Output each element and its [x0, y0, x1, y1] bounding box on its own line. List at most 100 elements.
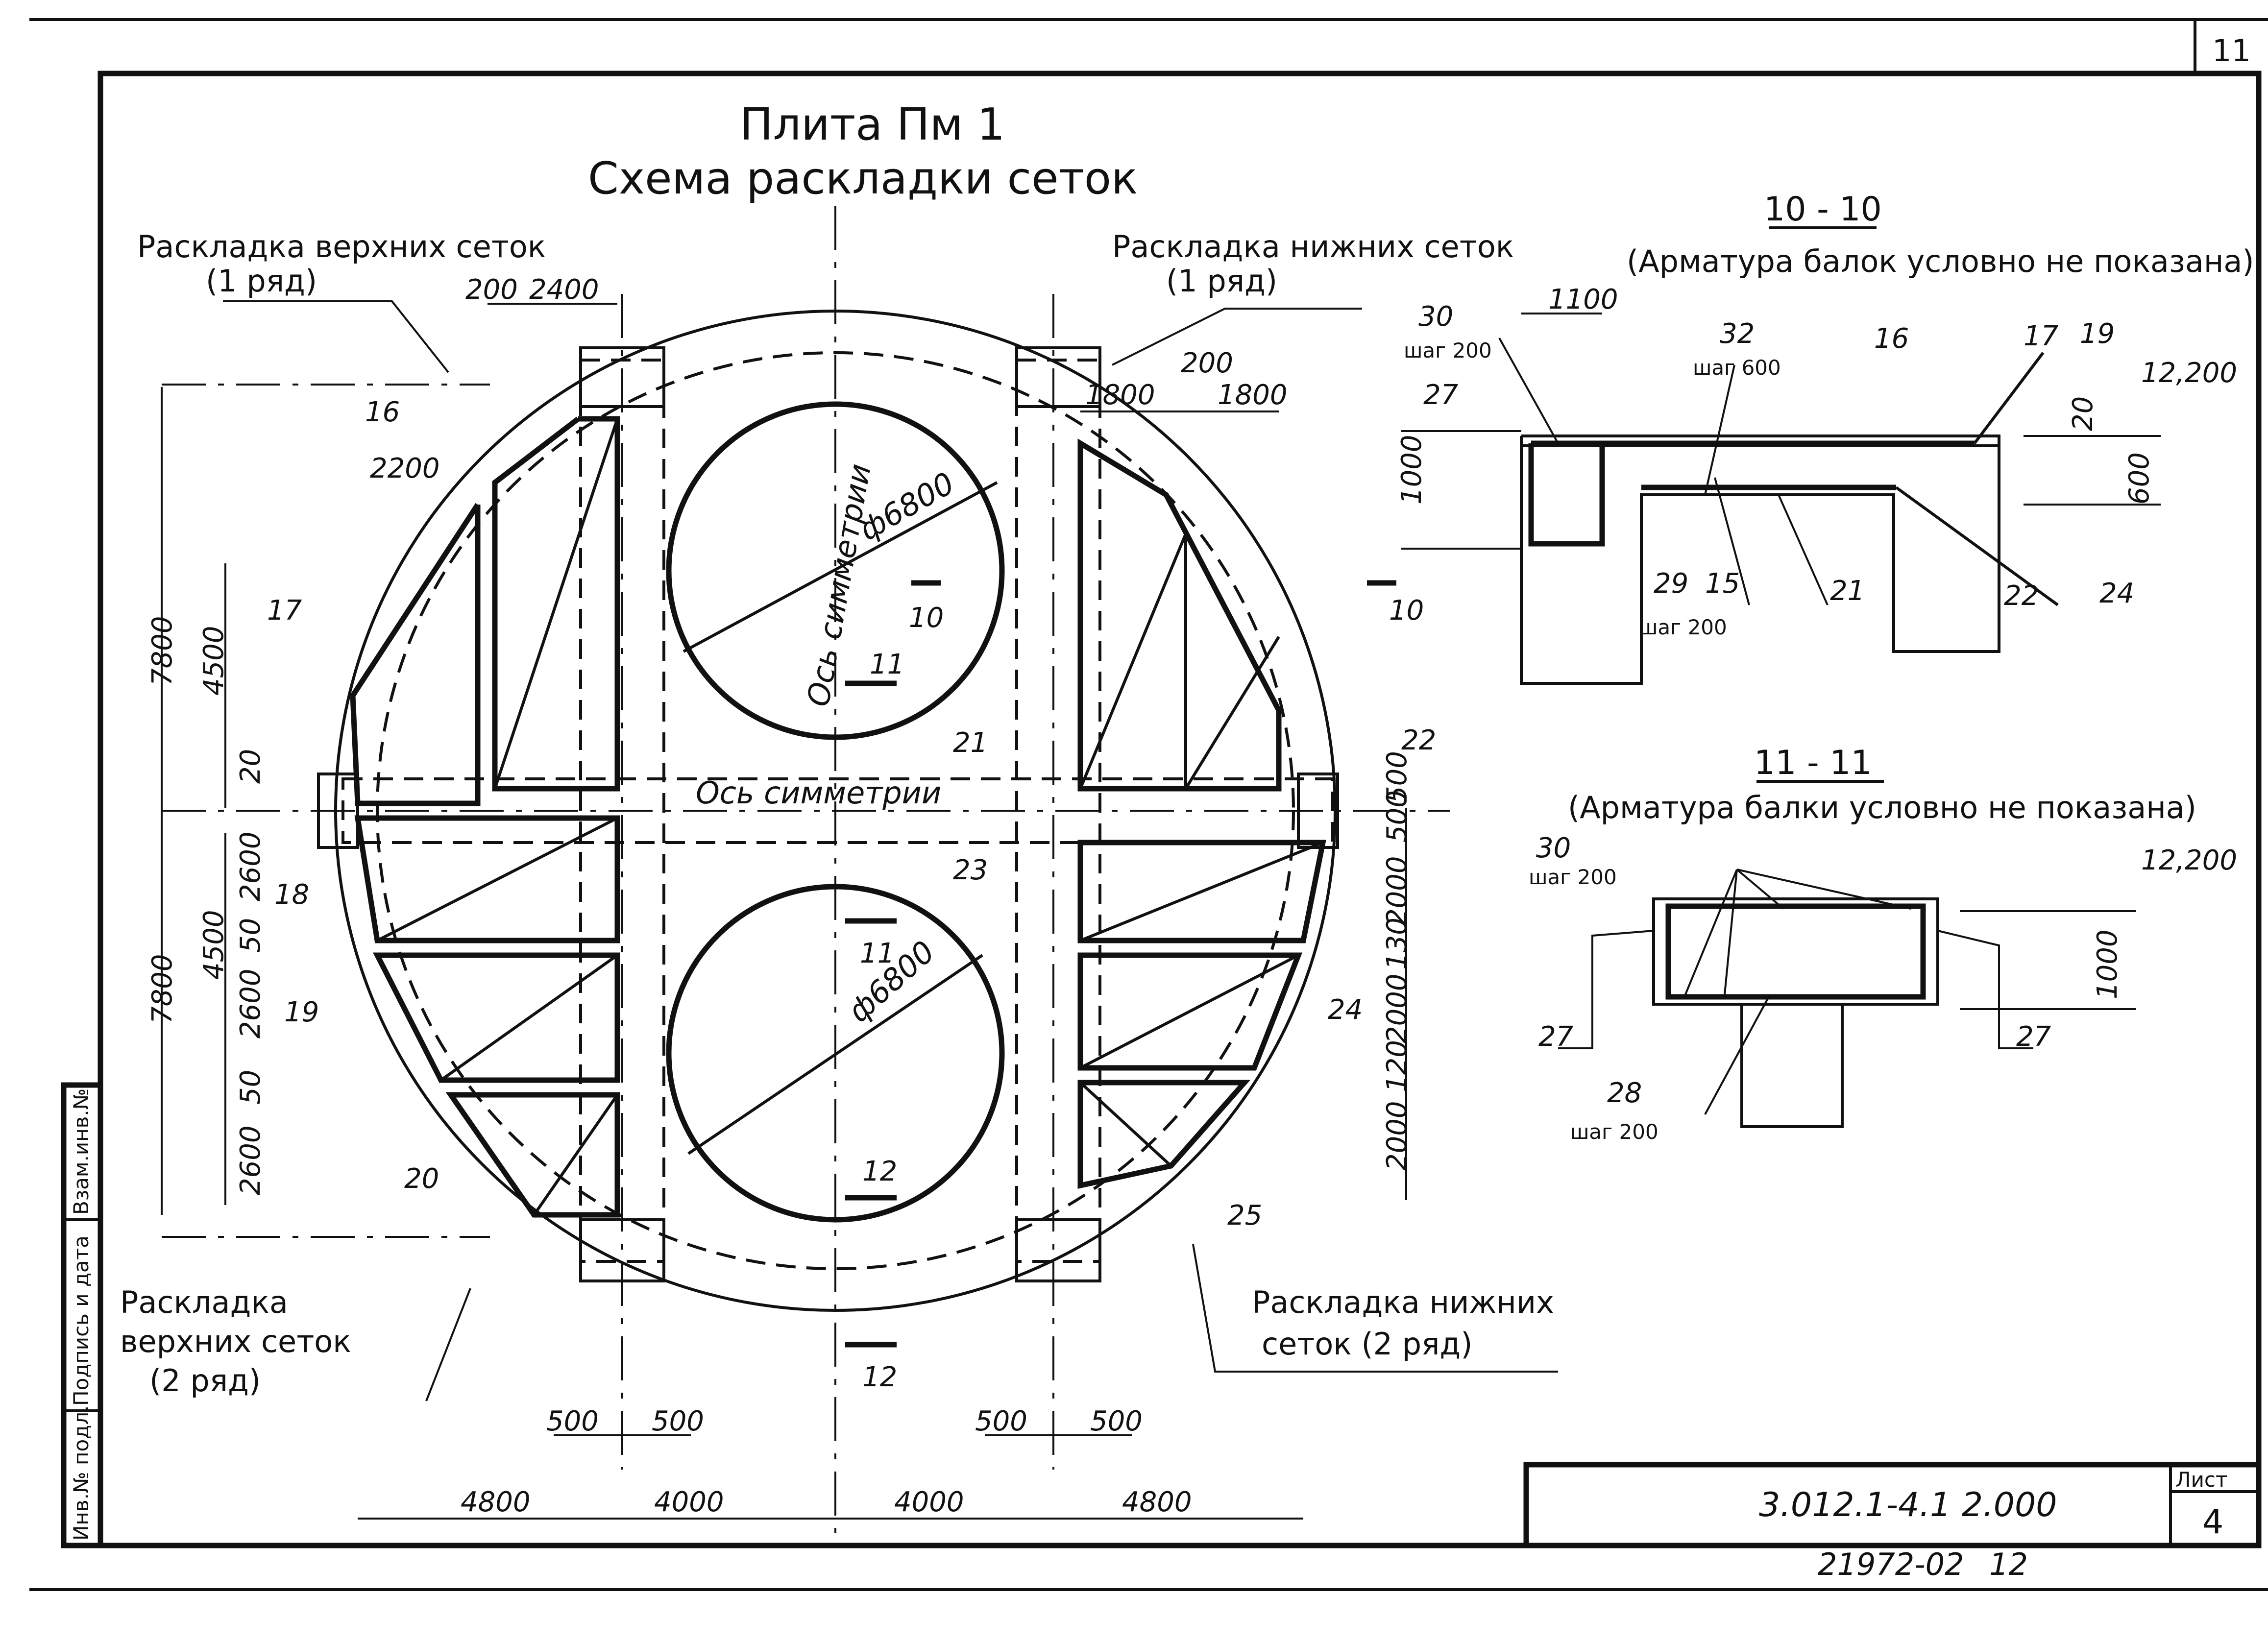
s10-dim-600: 600 — [2123, 452, 2155, 505]
mark-19: 19 — [284, 996, 319, 1028]
section-cut-11-top: 11 — [870, 649, 904, 680]
archive-number: 21972-02 — [1818, 1546, 1964, 1582]
dim-bot-500a: 500 — [546, 1405, 599, 1437]
mark-18: 18 — [274, 879, 309, 911]
s10-mark-17: 17 — [2024, 320, 2059, 352]
s10-mark-30: 30 — [1418, 301, 1453, 333]
dim-top-200: 200 — [465, 274, 518, 306]
s10-mark-19: 19 — [2080, 318, 2115, 350]
caption-upper-row2-row: (2 ряд) — [149, 1363, 261, 1399]
s10-mark-15: 15 — [1705, 568, 1740, 600]
section-10-note: (Арматура балок условно не показана) — [1627, 243, 2254, 279]
dim-bot-500c: 500 — [975, 1405, 1027, 1437]
section-10-title: 10 - 10 — [1764, 190, 1882, 229]
dim-right-2000c: 2000 — [1381, 1101, 1413, 1171]
sheet-frame — [29, 18, 2268, 1591]
s10-mark-29: 29 — [1654, 568, 1688, 600]
s10-mark-32: 32 — [1720, 318, 1755, 350]
s11-dim-1000: 1000 — [2092, 929, 2123, 999]
dim-bot-4800a: 4800 — [461, 1486, 531, 1518]
section-10-drawing — [1401, 226, 2161, 685]
drawing-subtitle: Схема раскладки сеток — [588, 153, 1138, 204]
mark-16: 16 — [365, 396, 400, 428]
s11-mark-28-step: шаг 200 — [1570, 1120, 1658, 1144]
dim-left-7800b: 7800 — [146, 954, 178, 1024]
dim-bot-4000a: 4000 — [654, 1486, 724, 1518]
section-11-drawing — [1558, 780, 2136, 1128]
mark-21: 21 — [953, 727, 988, 759]
plan-view — [161, 206, 1558, 1533]
stamp-inv-podl: Инв.№ подл. — [69, 1405, 93, 1541]
dim-left-20: 20 — [235, 749, 267, 784]
caption-lower-row2-b: сеток (2 ряд) — [1262, 1326, 1473, 1362]
dim-left-50b: 50 — [235, 1070, 267, 1105]
s11-mark-28: 28 — [1607, 1077, 1642, 1109]
dim-top-2200: 2200 — [370, 453, 440, 484]
dim-left-50a: 50 — [235, 918, 267, 953]
s10-mark-32-step: шаг 600 — [1693, 356, 1781, 380]
s10-mark-16: 16 — [1874, 323, 1909, 355]
s10-dim-1100: 1100 — [1548, 284, 1618, 315]
sheet-number: 4 — [2202, 1503, 2223, 1542]
dim-right-200: 200 — [1181, 347, 1233, 379]
dim-left-4500b: 4500 — [198, 910, 230, 980]
dim-left-4500a: 4500 — [198, 626, 230, 696]
dim-left-7800a: 7800 — [146, 616, 178, 686]
section-cut-12-mid: 12 — [862, 1156, 897, 1187]
section-cut-12-bot: 12 — [862, 1361, 897, 1393]
caption-upper-row2-b: верхних сеток — [120, 1324, 351, 1359]
s10-mark-29-step: шаг 200 — [1639, 615, 1727, 639]
axis-v-label: Ось симметрии — [800, 461, 878, 709]
dim-right-2000a: 2000 — [1381, 856, 1413, 926]
dim-right-2000b: 2000 — [1381, 973, 1413, 1043]
dim-bot-4000b: 4000 — [894, 1486, 964, 1518]
caption-upper-row1: Раскладка верхних сеток — [137, 229, 546, 265]
s10-mark-30-step: шаг 200 — [1404, 338, 1492, 362]
mark-22: 22 — [1401, 724, 1436, 756]
s11-mark-27-right: 27 — [2016, 1021, 2051, 1053]
section-cut-10-right: 10 — [1389, 595, 1424, 627]
dim-left-2600c: 2600 — [235, 1125, 267, 1195]
mark-23: 23 — [953, 854, 988, 886]
caption-lower-row2-a: Раскладка нижних — [1252, 1284, 1554, 1320]
caption-upper-row1-row: (1 ряд) — [206, 263, 317, 299]
mark-17: 17 — [267, 595, 302, 627]
corner-page-number: 11 — [2212, 33, 2251, 69]
dim-right-1800b: 1800 — [1218, 379, 1288, 411]
s11-mark-30: 30 — [1536, 832, 1571, 864]
archive-page: 12 — [1989, 1546, 2028, 1582]
stamp-podpis: Подпись и дата — [69, 1235, 93, 1406]
plan-dimensions: 200 2400 2200 200 1800 1800 7800 4500 20… — [146, 274, 1413, 1518]
dim-top-2400: 2400 — [529, 274, 599, 306]
section-cut-11-mid: 11 — [860, 938, 895, 969]
dim-right-500a: 500 — [1381, 751, 1413, 803]
mark-24: 24 — [1328, 994, 1363, 1026]
caption-upper-row2-a: Раскладка — [120, 1284, 288, 1320]
s10-mark-24: 24 — [2099, 578, 2134, 609]
doc-code: 3.012.1-4.1 2.000 — [1759, 1486, 2057, 1524]
stamp-vzam: Взам.инв.№ — [69, 1088, 93, 1215]
s10-mark-22: 22 — [2004, 580, 2039, 612]
mark-25: 25 — [1227, 1200, 1262, 1232]
s10-mark-27: 27 — [1423, 379, 1459, 411]
s11-level: 12,200 — [2141, 845, 2237, 876]
section-cut-10-left: 10 — [909, 602, 944, 634]
dim-right-130: 130 — [1381, 918, 1413, 970]
dim-left-2600b: 2600 — [235, 968, 267, 1038]
dim-right-1800a: 1800 — [1085, 379, 1155, 411]
dim-left-2600a: 2600 — [235, 831, 267, 901]
dim-bot-500d: 500 — [1090, 1405, 1143, 1437]
s10-dim-20: 20 — [2067, 396, 2099, 431]
caption-lower-row1: Раскладка нижних сеток — [1112, 229, 1514, 265]
dim-bot-4800b: 4800 — [1122, 1486, 1192, 1518]
axis-h-label: Ось симметрии — [696, 775, 941, 811]
drawing-title: Плита Пм 1 — [740, 99, 1005, 150]
section-11-note: (Арматура балки условно не показана) — [1568, 790, 2196, 825]
plan-marks: 16 17 18 19 20 21 22 23 24 25 — [267, 396, 1436, 1232]
s10-level: 12,200 — [2141, 357, 2237, 389]
dim-bot-500b: 500 — [652, 1405, 704, 1437]
section-11-title: 11 - 11 — [1754, 744, 1872, 782]
s10-dim-1000: 1000 — [1396, 435, 1428, 505]
